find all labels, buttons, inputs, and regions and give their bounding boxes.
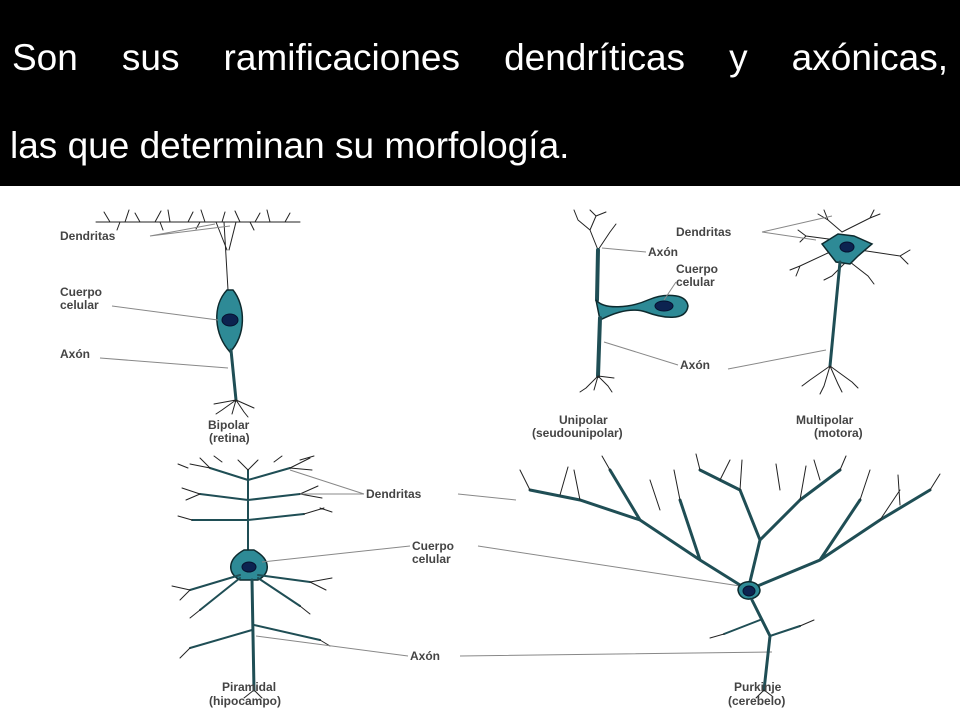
title-line-1: Son sus ramificaciones dendríticas y axó…: [12, 37, 948, 78]
label-cuerpo-lower: Cuerpo: [412, 539, 454, 553]
title-line-2: las que determinan su morfología.: [10, 125, 570, 166]
label-dendritas-lower: Dendritas: [366, 487, 422, 501]
unipolar-neuron: [573, 209, 689, 393]
bipolar-labels: Dendritas Cuerpo celular Axón Bipolar (r…: [60, 223, 250, 445]
bipolar-name: Bipolar: [208, 418, 250, 432]
label-celular-unipolar: celular: [676, 275, 715, 289]
piramidal-sub: (hipocampo): [209, 694, 281, 708]
label-dendritas: Dendritas: [60, 229, 116, 243]
label-cuerpo-unipolar: Cuerpo: [676, 262, 718, 276]
bipolar-sub: (retina): [209, 431, 250, 445]
piramidal-name: Piramidal: [222, 680, 276, 694]
multipolar-sub: (motora): [814, 426, 863, 440]
multipolar-neuron: [789, 209, 911, 395]
label-axon-lower-pair: Axón: [410, 649, 440, 663]
multipolar-labels: Dendritas Multipolar (motora): [676, 215, 863, 440]
label-axon: Axón: [60, 347, 90, 361]
purkinje-sub: (cerebelo): [728, 694, 785, 708]
label-celular-lower: celular: [412, 552, 451, 566]
purkinje-neuron: [519, 453, 941, 699]
piramidal-labels: Dendritas Cuerpo celular Axón Piramidal …: [209, 469, 773, 708]
unipolar-labels: Axón Cuerpo celular Axón Unipolar (seudo…: [532, 245, 718, 440]
piramidal-neuron: [171, 455, 333, 699]
unipolar-sub: (seudounipolar): [532, 426, 623, 440]
purkinje-labels: Purkinje (cerebelo): [728, 680, 785, 708]
label-cuerpo: Cuerpo: [60, 285, 102, 299]
bipolar-neuron: [95, 209, 301, 418]
label-celular: celular: [60, 298, 99, 312]
label-axon-lower: Axón: [680, 358, 710, 372]
title-banner: Son sus ramificaciones dendríticas y axó…: [0, 0, 960, 186]
multipolar-name: Multipolar: [796, 413, 854, 427]
label-axon-upper: Axón: [648, 245, 678, 259]
neuron-types-diagram: Dendritas Cuerpo celular Axón Bipolar (r…: [60, 209, 941, 708]
purkinje-name: Purkinje: [734, 680, 782, 694]
unipolar-name: Unipolar: [559, 413, 608, 427]
label-dendritas-right: Dendritas: [676, 225, 732, 239]
